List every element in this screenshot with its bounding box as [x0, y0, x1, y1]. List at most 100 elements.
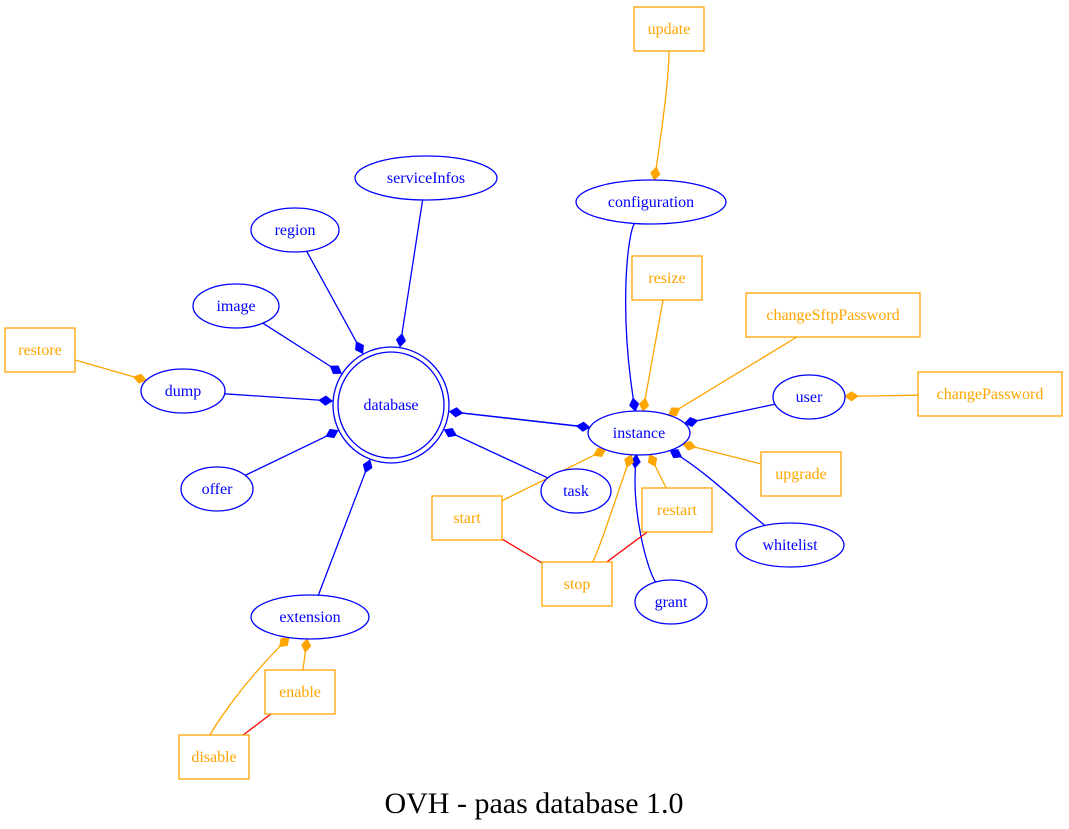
- node-whitelist: whitelist: [735, 522, 845, 568]
- edge-diamond-head: [639, 397, 650, 412]
- node-label: restore: [18, 342, 62, 359]
- edge-restart-stop: [606, 531, 648, 563]
- node-region: region: [250, 207, 340, 253]
- node-label: image: [216, 298, 255, 315]
- edge-line: [668, 336, 798, 416]
- node-shape: [140, 368, 226, 414]
- node-task: task: [540, 468, 612, 514]
- node-shape: [634, 579, 708, 625]
- node-shape: [264, 669, 336, 715]
- node-shape: [354, 155, 498, 201]
- edge-line: [653, 50, 670, 181]
- edge-whitelist-instance: [669, 449, 766, 527]
- node-disable: disable: [178, 734, 250, 780]
- edge-diamond-head: [575, 421, 591, 432]
- node-label: upgrade: [775, 466, 827, 483]
- edge-database-instance: [449, 410, 591, 432]
- node-changeSftpPassword: changeSftpPassword: [745, 292, 921, 338]
- node-shape: [431, 495, 503, 541]
- node-label: resize: [648, 270, 685, 287]
- edge-diamond-head: [132, 373, 148, 384]
- node-label: changePassword: [937, 386, 1044, 403]
- node-image: image: [192, 283, 280, 329]
- node-label: stop: [564, 576, 591, 593]
- edge-restore-dump: [74, 359, 148, 384]
- node-label: user: [796, 389, 823, 406]
- edge-line: [317, 459, 371, 596]
- edge-diamond-head: [629, 397, 640, 412]
- edge-task-database: [443, 427, 549, 479]
- edge-diamond-head: [683, 416, 699, 427]
- node-label: update: [648, 21, 691, 38]
- edge-line: [625, 223, 636, 412]
- nodes-layer: database serviceInfos region image dump offer…: [4, 6, 1063, 780]
- edge-resize-instance: [639, 299, 664, 412]
- node-shape: [587, 410, 691, 456]
- node-start: start: [431, 495, 503, 541]
- edge-changeSftpPassword-instance: [667, 336, 798, 417]
- edge-diamond-head: [844, 391, 859, 402]
- node-user: user: [772, 374, 846, 420]
- node-database: database: [332, 346, 450, 464]
- node-inner-ring: [337, 351, 445, 459]
- node-shape: [192, 283, 280, 329]
- node-shape: [541, 561, 613, 607]
- node-label: enable: [279, 684, 321, 701]
- node-shape: [180, 466, 254, 512]
- edge-stop-instance: [591, 453, 634, 563]
- node-label: region: [275, 222, 316, 239]
- node-shape: [641, 487, 713, 533]
- node-label: whitelist: [762, 537, 818, 554]
- edge-grant-instance: [630, 454, 657, 583]
- node-offer: offer: [180, 466, 254, 512]
- node-label: disable: [191, 749, 236, 766]
- node-shape: [178, 734, 250, 780]
- edge-diamond-head: [593, 447, 607, 458]
- edge-region-database: [306, 250, 364, 355]
- node-label: instance: [613, 425, 665, 442]
- node-serviceInfos: serviceInfos: [354, 155, 498, 201]
- edge-diamond-head: [301, 638, 312, 653]
- edge-start-stop: [501, 538, 543, 564]
- edge-line: [642, 299, 664, 412]
- node-label: task: [563, 483, 589, 500]
- node-enable: enable: [264, 669, 336, 715]
- node-shape: [633, 6, 705, 52]
- edge-dump-database: [224, 393, 334, 406]
- edge-line: [209, 637, 290, 736]
- node-grant: grant: [634, 579, 708, 625]
- edge-image-database: [262, 322, 343, 375]
- edge-offer-database: [244, 428, 339, 476]
- edge-diamond-head: [362, 459, 373, 474]
- edge-update-configuration: [650, 50, 670, 181]
- edge-upgrade-instance: [682, 440, 762, 465]
- node-shape: [575, 179, 727, 225]
- node-shape: [250, 207, 340, 253]
- node-instance: instance: [587, 410, 691, 456]
- edge-diamond-head: [318, 395, 334, 406]
- edge-diamond-head: [650, 166, 661, 181]
- edge-line: [591, 454, 632, 563]
- edge-line: [224, 393, 333, 402]
- edge-line: [262, 322, 342, 374]
- node-resize: resize: [631, 255, 703, 301]
- edge-restart-instance: [647, 453, 667, 489]
- node-shape: [631, 255, 703, 301]
- node-shape: [735, 522, 845, 568]
- edge-line: [606, 531, 648, 563]
- node-label: configuration: [608, 194, 694, 211]
- node-dump: dump: [140, 368, 226, 414]
- node-label: serviceInfos: [387, 170, 465, 187]
- edge-line: [244, 430, 339, 476]
- node-shape: [540, 468, 612, 514]
- edge-user-instance: [683, 403, 776, 427]
- edge-disable-extension: [209, 636, 290, 736]
- edge-diamond-head: [278, 636, 290, 648]
- node-shape: [745, 292, 921, 338]
- edge-diamond-head: [669, 449, 683, 459]
- node-stop: stop: [541, 561, 613, 607]
- edge-line: [242, 713, 272, 736]
- edge-diamond-head: [443, 427, 458, 438]
- node-label: grant: [655, 594, 688, 611]
